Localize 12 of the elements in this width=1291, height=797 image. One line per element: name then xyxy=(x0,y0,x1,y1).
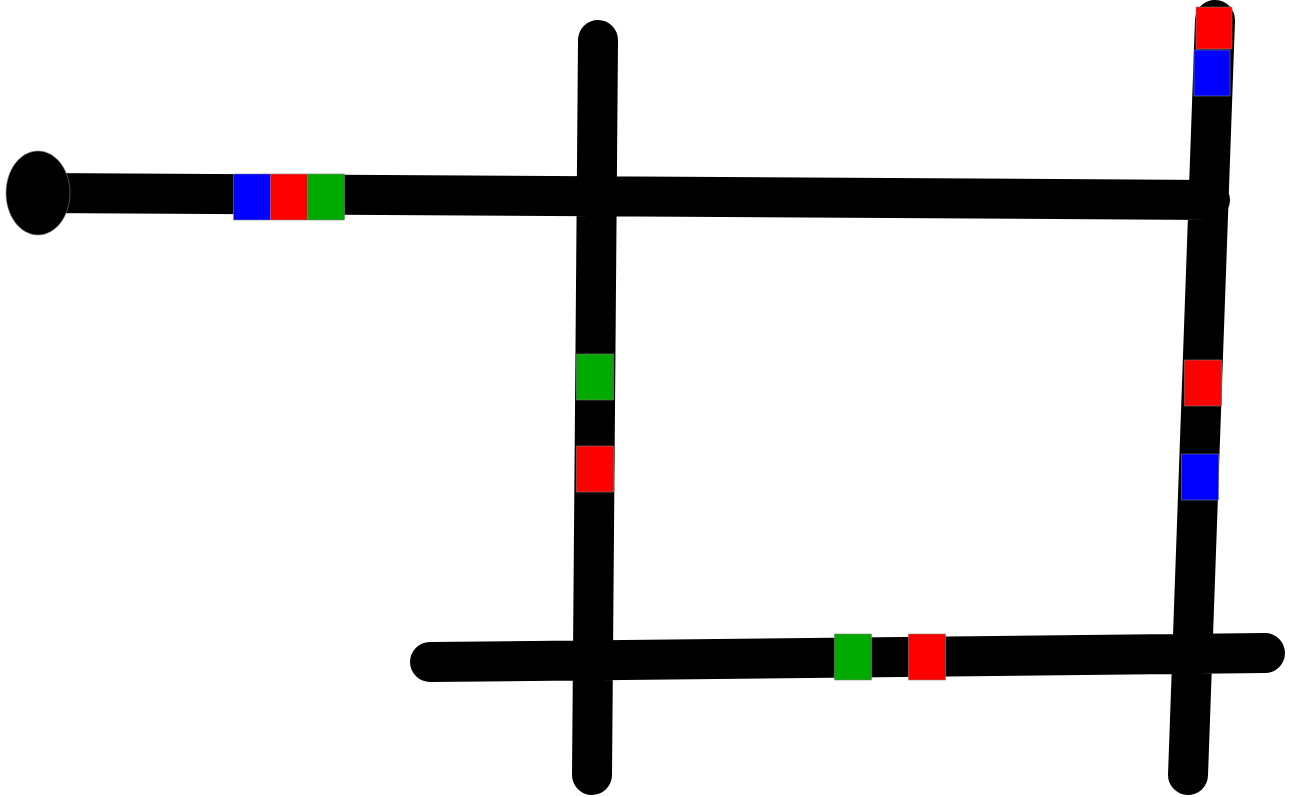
color-block xyxy=(834,633,872,681)
color-block xyxy=(576,353,614,401)
color-block xyxy=(908,633,946,681)
color-block xyxy=(1184,359,1222,407)
color-block xyxy=(1195,6,1233,50)
color-block xyxy=(270,173,308,221)
color-block xyxy=(1181,453,1219,501)
color-block xyxy=(1193,49,1231,97)
round-end xyxy=(5,150,71,236)
color-block xyxy=(233,173,271,221)
color-block xyxy=(576,445,614,493)
color-block xyxy=(307,173,345,221)
